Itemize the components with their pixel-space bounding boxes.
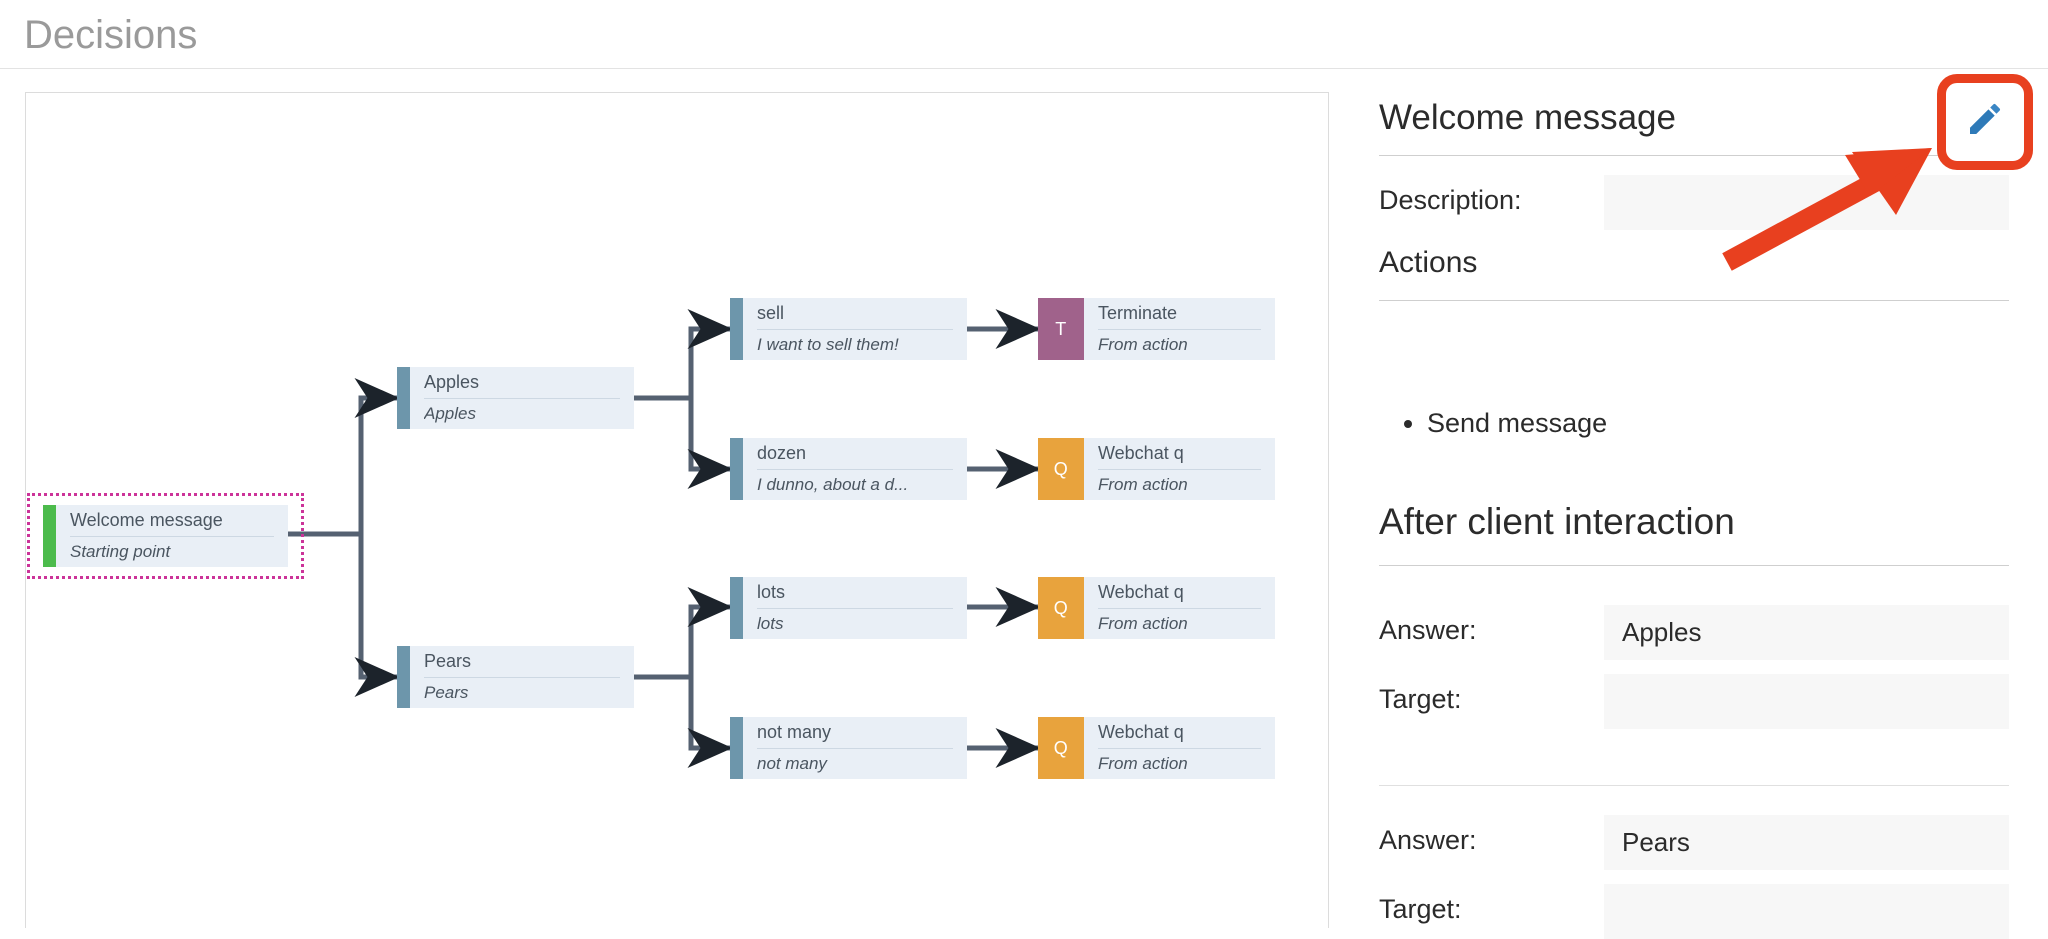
node-title: Welcome message — [70, 505, 274, 537]
node-body: Welcome message Starting point — [56, 505, 288, 567]
node-subtitle: From action — [1098, 613, 1188, 633]
node-accent-bar — [397, 367, 410, 429]
diagram-node-pears[interactable]: Pears Pears — [397, 646, 634, 708]
after-client-interaction-divider — [1379, 565, 2009, 566]
node-body: Pears Pears — [410, 646, 634, 708]
node-body: Webchat q From action — [1084, 438, 1275, 500]
node-title: Apples — [424, 367, 620, 399]
target-row-1: Target: — [1379, 674, 2009, 729]
pencil-icon — [1965, 99, 2005, 144]
node-details-panel: Welcome message Description: Actions Sen… — [1379, 60, 2048, 939]
node-body: Webchat q From action — [1084, 577, 1275, 639]
diagram-node-apples[interactable]: Apples Apples — [397, 367, 634, 429]
detail-panel-title: Welcome message — [1379, 98, 1676, 137]
diagram-node-not-many[interactable]: not many not many — [730, 717, 967, 779]
node-selection-outline — [27, 493, 304, 579]
after-client-interaction-heading: After client interaction — [1379, 501, 1735, 542]
node-title: not many — [757, 717, 953, 749]
node-body: sell I want to sell them! — [743, 298, 967, 360]
node-subtitle: lots — [757, 613, 784, 633]
node-subtitle: Apples — [424, 403, 476, 423]
node-accent-bar — [730, 298, 743, 360]
node-body: Apples Apples — [410, 367, 634, 429]
diagram-node-dozen[interactable]: dozen I dunno, about a d... — [730, 438, 967, 500]
node-body: lots lots — [743, 577, 967, 639]
actions-list: Send message — [1379, 405, 1607, 441]
page-title: Decisions — [24, 13, 198, 57]
node-title: Webchat q — [1098, 717, 1261, 749]
node-accent-bar — [730, 717, 743, 779]
title-divider — [0, 68, 2048, 69]
answer-value[interactable]: Apples — [1604, 605, 2009, 660]
description-label: Description: — [1379, 185, 1522, 215]
node-subtitle: Starting point — [70, 541, 171, 561]
decision-tree-panel[interactable]: Welcome message Starting point Apples Ap… — [25, 92, 1329, 928]
node-title: Webchat q — [1098, 577, 1261, 609]
diagram-node-terminate[interactable]: T Terminate From action — [1038, 298, 1275, 360]
node-badge-question: Q — [1038, 717, 1084, 779]
description-value[interactable] — [1604, 175, 2009, 230]
target-value[interactable] — [1604, 884, 2009, 939]
node-subtitle: not many — [757, 753, 827, 773]
diagram-node-sell[interactable]: sell I want to sell them! — [730, 298, 967, 360]
node-subtitle: From action — [1098, 753, 1188, 773]
description-row: Description: — [1379, 175, 2009, 230]
node-title: Terminate — [1098, 298, 1261, 330]
node-badge-question: Q — [1038, 577, 1084, 639]
node-badge-terminate: T — [1038, 298, 1084, 360]
answer-label: Answer: — [1379, 615, 1477, 645]
diagram-node-lots[interactable]: lots lots — [730, 577, 967, 639]
target-label: Target: — [1379, 894, 1462, 924]
node-accent-bar — [730, 577, 743, 639]
node-subtitle: Pears — [424, 682, 469, 702]
node-body: Webchat q From action — [1084, 717, 1275, 779]
answer-label: Answer: — [1379, 825, 1477, 855]
diagram-node-webchat-q-2[interactable]: Q Webchat q From action — [1038, 577, 1275, 639]
edit-button[interactable] — [1946, 82, 2024, 160]
node-title: lots — [757, 577, 953, 609]
node-accent-bar — [730, 438, 743, 500]
node-body: not many not many — [743, 717, 967, 779]
actions-heading: Actions — [1379, 246, 1478, 279]
list-item: Send message — [1427, 405, 1607, 441]
node-title: sell — [757, 298, 953, 330]
node-title: dozen — [757, 438, 953, 470]
diagram-node-webchat-q-3[interactable]: Q Webchat q From action — [1038, 717, 1275, 779]
node-body: dozen I dunno, about a d... — [743, 438, 967, 500]
node-accent-bar — [397, 646, 410, 708]
node-subtitle: From action — [1098, 474, 1188, 494]
node-title: Pears — [424, 646, 620, 678]
node-body: Terminate From action — [1084, 298, 1275, 360]
answers-divider — [1379, 785, 2009, 786]
node-badge-question: Q — [1038, 438, 1084, 500]
target-value[interactable] — [1604, 674, 2009, 729]
detail-title-divider — [1379, 155, 2009, 156]
target-row-2: Target: — [1379, 884, 2009, 939]
answer-row-2: Answer: Pears — [1379, 815, 2009, 870]
answer-row-1: Answer: Apples — [1379, 605, 2009, 660]
node-subtitle: From action — [1098, 334, 1188, 354]
actions-divider — [1379, 300, 2009, 301]
node-accent-bar — [43, 505, 56, 567]
diagram-node-welcome-message[interactable]: Welcome message Starting point — [43, 505, 288, 567]
node-title: Webchat q — [1098, 438, 1261, 470]
node-subtitle: I want to sell them! — [757, 334, 899, 354]
diagram-node-webchat-q-1[interactable]: Q Webchat q From action — [1038, 438, 1275, 500]
answer-value[interactable]: Pears — [1604, 815, 2009, 870]
node-subtitle: I dunno, about a d... — [757, 474, 909, 494]
target-label: Target: — [1379, 684, 1462, 714]
diagram-canvas[interactable]: Welcome message Starting point Apples Ap… — [26, 93, 1328, 928]
